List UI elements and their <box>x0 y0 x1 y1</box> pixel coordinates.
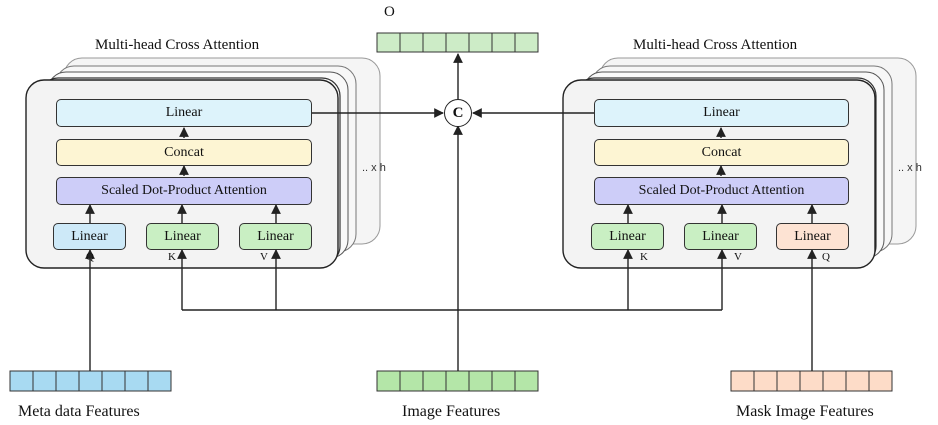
meta-data-feature-vector <box>9 370 172 392</box>
left-attention-box: Scaled Dot-Product Attention <box>56 177 312 205</box>
mask-image-features-label: Mask Image Features <box>736 403 874 420</box>
output-vector-cell <box>376 32 401 53</box>
meta-vector-cell <box>101 370 126 392</box>
output-vector-cell <box>514 32 539 53</box>
concat-circle: C <box>444 99 472 127</box>
left-block-title: Multi-head Cross Attention <box>95 37 260 53</box>
meta-vector-cell <box>124 370 149 392</box>
image-feature-vector <box>376 370 539 392</box>
mask-vector-cell <box>845 370 870 392</box>
left-concat-box: Concat <box>56 139 312 166</box>
image-vector-cell <box>376 370 401 392</box>
output-vector-cell <box>445 32 470 53</box>
meta-vector-cell <box>55 370 80 392</box>
right-v-label: V <box>734 251 742 263</box>
output-vector-cell <box>399 32 424 53</box>
output-vector-cell <box>468 32 493 53</box>
meta-vector-cell <box>32 370 57 392</box>
mask-image-feature-vector <box>730 370 893 392</box>
meta-vector-cell <box>78 370 103 392</box>
right-q-label: Q <box>822 251 830 263</box>
output-vector-cell <box>491 32 516 53</box>
right-attention-box: Scaled Dot-Product Attention <box>594 177 849 205</box>
left-repeat-label: .. x h <box>362 162 386 174</box>
left-v-label: V <box>260 251 268 263</box>
mask-vector-cell <box>822 370 847 392</box>
right-linear-q-box: Linear <box>776 223 849 250</box>
image-vector-cell <box>445 370 470 392</box>
mask-vector-cell <box>776 370 801 392</box>
mask-vector-cell <box>753 370 778 392</box>
left-linear-k-box: Linear <box>146 223 219 250</box>
left-linear-output-box: Linear <box>56 99 312 127</box>
left-linear-q-box: Linear <box>53 223 126 250</box>
output-feature-vector <box>376 32 539 53</box>
left-q-label: Q <box>86 251 94 263</box>
meta-data-features-label: Meta data Features <box>18 403 140 420</box>
right-k-label: K <box>640 251 648 263</box>
mask-vector-cell <box>799 370 824 392</box>
meta-vector-cell <box>147 370 172 392</box>
left-linear-v-box: Linear <box>239 223 312 250</box>
mask-vector-cell <box>868 370 893 392</box>
right-linear-k-box: Linear <box>591 223 664 250</box>
right-concat-box: Concat <box>594 139 849 166</box>
right-linear-output-box: Linear <box>594 99 849 127</box>
mask-vector-cell <box>730 370 755 392</box>
output-label: O <box>384 4 395 20</box>
image-vector-cell <box>422 370 447 392</box>
meta-vector-cell <box>9 370 34 392</box>
output-vector-cell <box>422 32 447 53</box>
right-linear-v-box: Linear <box>684 223 757 250</box>
image-vector-cell <box>491 370 516 392</box>
right-repeat-label: .. x h <box>898 162 922 174</box>
connectors <box>85 53 817 371</box>
image-vector-cell <box>468 370 493 392</box>
image-vector-cell <box>399 370 424 392</box>
right-block-title: Multi-head Cross Attention <box>633 37 798 53</box>
image-vector-cell <box>514 370 539 392</box>
image-features-label: Image Features <box>402 403 501 420</box>
left-k-label: K <box>168 251 176 263</box>
